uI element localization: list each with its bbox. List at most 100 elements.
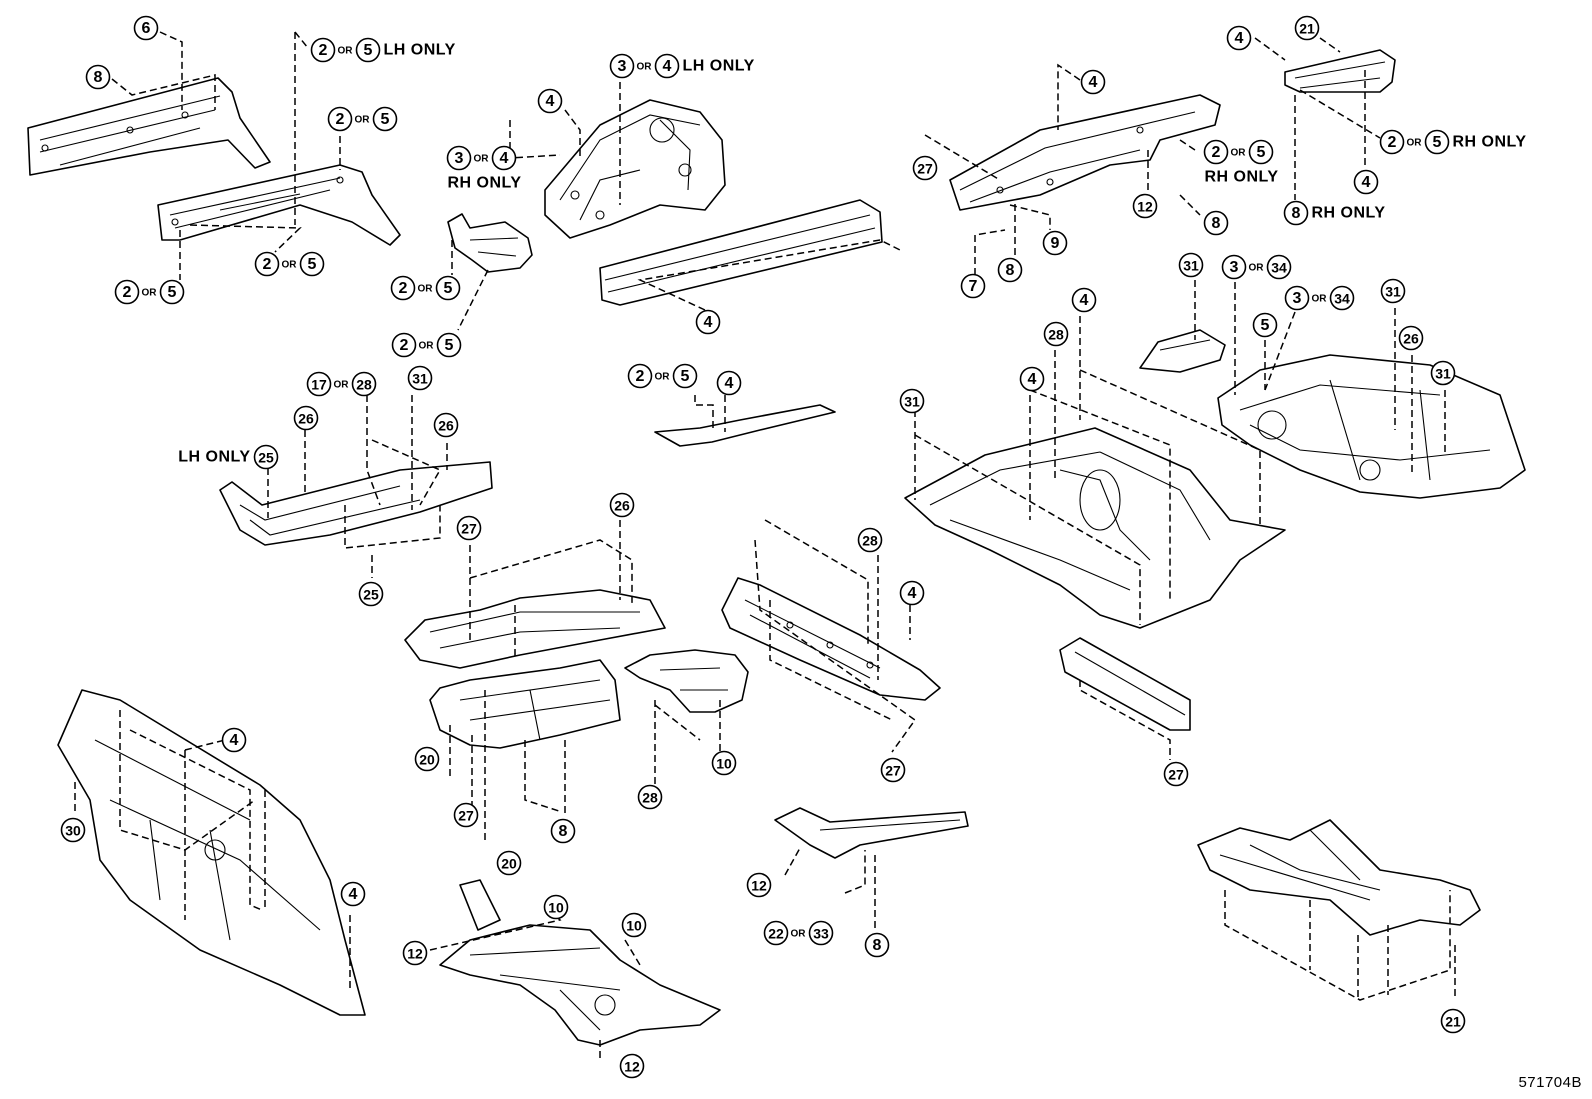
callout-a-number: 3 bbox=[618, 58, 627, 75]
floor-side-panel bbox=[219, 461, 493, 546]
callout-b-number: 4 bbox=[500, 150, 509, 167]
callout-b-number: 4 bbox=[663, 58, 672, 75]
callout-a-number: 12 bbox=[751, 878, 767, 894]
callout-a-circle bbox=[407, 365, 433, 391]
or-label: OR bbox=[1312, 294, 1328, 305]
callout-note: RH ONLY bbox=[1453, 134, 1527, 151]
callout-note: RH ONLY bbox=[1205, 169, 1279, 186]
callout-a-circle bbox=[1163, 761, 1189, 787]
callout-a-number: 27 bbox=[917, 161, 933, 177]
callout-b-number: 33 bbox=[813, 926, 829, 942]
callout-9: 9 bbox=[1042, 230, 1068, 256]
callout-b-number: 28 bbox=[356, 377, 372, 393]
callout-a-number: 21 bbox=[1299, 21, 1315, 37]
rear-bracket bbox=[1284, 49, 1396, 93]
callout-a-circle bbox=[1221, 254, 1247, 280]
callout-25: 25 bbox=[358, 581, 384, 607]
callout-8: 8 bbox=[85, 64, 111, 90]
callout-a-circle bbox=[746, 872, 772, 898]
callout-a-circle bbox=[340, 881, 366, 907]
callout-a-number: 20 bbox=[501, 856, 517, 872]
callout-a-number: 2 bbox=[1212, 144, 1221, 161]
dash-panel bbox=[57, 689, 366, 1016]
callout-a-number: 4 bbox=[349, 886, 358, 903]
callout-a-circle bbox=[254, 251, 280, 277]
callout-a-circle bbox=[1283, 200, 1309, 226]
callout-b-circle bbox=[351, 371, 377, 397]
callout-note: LH ONLY bbox=[384, 42, 456, 59]
callout-4: 4 bbox=[1353, 169, 1379, 195]
callout-a-circle bbox=[306, 371, 332, 397]
callout-a-number: 4 bbox=[1235, 30, 1244, 47]
callout-a-number: 27 bbox=[458, 808, 474, 824]
callout-a-circle bbox=[637, 784, 663, 810]
side-sill-extension bbox=[1059, 637, 1191, 731]
callout-b-circle bbox=[1329, 285, 1355, 311]
callout-20: 20 bbox=[414, 746, 440, 772]
callout-20: 20 bbox=[496, 850, 522, 876]
callout-a-number: 25 bbox=[363, 587, 379, 603]
callout-a-circle bbox=[414, 746, 440, 772]
or-label: OR bbox=[474, 154, 490, 165]
callout-a-circle bbox=[1080, 69, 1106, 95]
callout-a-number: 10 bbox=[548, 900, 564, 916]
rear-side-member bbox=[949, 94, 1221, 211]
callout-a-circle bbox=[1019, 366, 1045, 392]
callout-a-circle bbox=[1203, 210, 1229, 236]
callout-a-number: 2 bbox=[319, 42, 328, 59]
callout-a-number: 4 bbox=[725, 375, 734, 392]
callout-a-number: 31 bbox=[1183, 258, 1199, 274]
callout-a-circle bbox=[609, 492, 635, 518]
callout-a-circle bbox=[543, 894, 569, 920]
callout-6: 6 bbox=[133, 15, 159, 41]
callout-b-circle bbox=[355, 37, 381, 63]
callout-a-number: 2 bbox=[399, 280, 408, 297]
callout-a-circle bbox=[537, 88, 563, 114]
figure-code: 571704B bbox=[1518, 1074, 1582, 1091]
callout-a-number: 3 bbox=[1230, 259, 1239, 276]
callout-5: 5 bbox=[1252, 312, 1278, 338]
callout-a-circle bbox=[619, 1053, 645, 1079]
callout-4: 4 bbox=[899, 580, 925, 606]
callout-a-circle bbox=[114, 279, 140, 305]
callout-12: 12 bbox=[1132, 193, 1158, 219]
callout-a-number: 2 bbox=[400, 337, 409, 354]
callout-a-circle bbox=[1132, 193, 1158, 219]
callout-a-number: 31 bbox=[1385, 284, 1401, 300]
callout-b-number: 5 bbox=[308, 256, 317, 273]
callout-b-number: 34 bbox=[1271, 260, 1287, 276]
rear-floor-pan bbox=[1217, 354, 1526, 499]
callout-31: 31 bbox=[1178, 252, 1204, 278]
or-label: OR bbox=[142, 288, 158, 299]
callout-a-number: 4 bbox=[1089, 74, 1098, 91]
callout-a-number: 2 bbox=[336, 111, 345, 128]
or-label: OR bbox=[1249, 263, 1265, 274]
or-label: OR bbox=[418, 284, 434, 295]
callout-4: 4 bbox=[221, 727, 247, 753]
callout-a-circle bbox=[1430, 360, 1456, 386]
cowl-top-rail bbox=[599, 199, 883, 306]
callout-b-circle bbox=[808, 920, 834, 946]
callout-a-number: 3 bbox=[1293, 290, 1302, 307]
floor-crossmember-lower bbox=[774, 807, 969, 859]
callout-8: 8 bbox=[550, 818, 576, 844]
callout-27: 27 bbox=[1163, 761, 1189, 787]
or-label: OR bbox=[338, 46, 354, 57]
callout-a-circle bbox=[85, 64, 111, 90]
callout-a-circle bbox=[609, 53, 635, 79]
callout-a-circle bbox=[1043, 321, 1069, 347]
callout-a-number: 8 bbox=[1006, 262, 1015, 279]
callout-12: 12 bbox=[746, 872, 772, 898]
callout-27: 27 bbox=[912, 155, 938, 181]
callout-a-circle bbox=[327, 106, 353, 132]
callout-a-circle bbox=[857, 527, 883, 553]
or-label: OR bbox=[637, 62, 653, 73]
callout-a-circle bbox=[1252, 312, 1278, 338]
